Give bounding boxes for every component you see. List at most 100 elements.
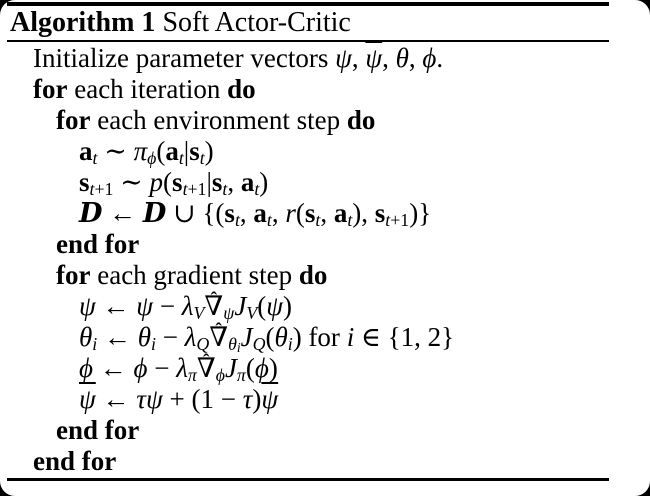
math-token: t	[254, 178, 260, 199]
math-token: a	[333, 198, 348, 228]
math-token: −	[153, 291, 182, 321]
math-token: ∼	[97, 136, 134, 166]
math-token: )	[252, 384, 262, 414]
algorithm-line: end for	[10, 229, 630, 260]
math-token: t	[178, 147, 184, 168]
math-token: J	[240, 322, 253, 352]
math-token: t	[315, 209, 321, 230]
math-token: ←	[95, 291, 137, 321]
math-token: D	[79, 198, 103, 229]
math-token: V	[246, 302, 258, 323]
math-token: λ	[176, 353, 188, 383]
math-token: )	[259, 167, 269, 197]
math-token: s	[304, 198, 316, 228]
math-token: θ	[137, 322, 151, 352]
math-token: J	[234, 291, 247, 321]
math-token: a	[79, 136, 93, 166]
math-token: ϕ	[147, 147, 157, 168]
math-token: Initialize parameter vectors	[33, 43, 336, 73]
math-token: ) for	[292, 322, 347, 352]
math-token: a	[253, 198, 267, 228]
math-token: + (1 −	[162, 384, 243, 414]
math-token: )	[282, 291, 292, 321]
math-token: (	[163, 167, 173, 197]
math-token: )	[268, 353, 278, 383]
math-token: s	[374, 198, 386, 228]
math-token: t	[347, 209, 353, 230]
math-token: (	[295, 198, 305, 228]
math-token: ∼	[113, 167, 150, 197]
nabla-hat-symbol: ∇	[204, 291, 223, 322]
math-token: do	[298, 260, 328, 290]
math-token: τ	[136, 384, 146, 414]
math-token: .	[436, 43, 444, 73]
math-token: ψ	[79, 384, 96, 414]
math-token: p	[149, 167, 164, 197]
math-token: ϕ	[215, 364, 225, 385]
algorithm-line: for each iteration do	[10, 74, 630, 105]
math-token: θ	[274, 322, 288, 352]
algorithm-line: end for	[10, 415, 630, 446]
algorithm-label: Algorithm 1	[10, 7, 156, 38]
math-token: end for	[33, 446, 117, 476]
math-token: ψ	[261, 384, 279, 414]
math-token: ψ	[335, 43, 352, 73]
math-token: |	[183, 136, 190, 166]
math-token: ϕ	[422, 43, 437, 73]
math-token: each gradient step	[90, 260, 299, 290]
algorithm-body: Initialize parameter vectors ψ, ψ, θ, ϕ.…	[10, 43, 630, 477]
math-token: each environment step	[90, 105, 347, 135]
math-token: ψ	[223, 302, 235, 323]
math-token: ϕ	[133, 353, 148, 383]
math-token: for	[56, 260, 91, 290]
math-token: ,	[408, 43, 423, 73]
math-token: for	[33, 74, 68, 104]
math-token: do	[227, 74, 256, 104]
math-token: π	[187, 364, 197, 385]
nabla-hat-symbol: ∇	[209, 322, 228, 353]
math-token: i	[287, 333, 293, 354]
title-rule	[7, 40, 609, 42]
math-token: ,	[271, 198, 286, 228]
math-token: λ	[184, 322, 197, 352]
math-token: ,	[239, 198, 254, 228]
math-token: J	[224, 353, 237, 383]
math-token: t	[199, 147, 205, 168]
math-token: ,	[382, 43, 396, 73]
math-token: ,	[351, 43, 366, 73]
algorithm-line: ϕ ← ϕ − λπ∇ϕJπ(ϕ)	[10, 353, 630, 385]
math-token: ←	[95, 384, 137, 414]
math-token: a	[240, 167, 255, 197]
math-token: t	[89, 178, 95, 199]
nabla-hat-symbol: ∇	[197, 353, 216, 384]
math-token: for	[56, 105, 91, 135]
math-token: (	[156, 136, 166, 166]
math-token: ψ	[79, 291, 96, 321]
algorithm-line: for each environment step do	[10, 105, 630, 136]
math-token: +1	[94, 178, 114, 199]
math-token: −	[155, 322, 185, 352]
math-token: λ	[181, 291, 194, 321]
math-token: ∈ {1, 2}	[354, 322, 455, 352]
math-token: (	[265, 322, 275, 352]
math-token: ∪ {(	[166, 198, 225, 228]
math-token: i	[150, 333, 156, 354]
math-token: −	[147, 353, 177, 383]
math-token: i	[236, 340, 241, 356]
math-token: ψ	[136, 291, 154, 321]
top-rule	[7, 2, 609, 6]
math-token: ϕ	[79, 353, 93, 383]
math-token: Q	[252, 333, 266, 354]
math-token: θ	[79, 322, 93, 352]
math-token: )}	[409, 198, 432, 228]
math-token: end for	[56, 229, 140, 259]
algorithm-line: θi ← θi − λQ∇θiJQ(θi) for i ∈ {1, 2}	[10, 322, 630, 356]
math-token: θ	[228, 333, 237, 354]
algorithm-line: for each gradient step do	[10, 260, 630, 291]
math-token: )	[204, 136, 214, 166]
math-token: t	[92, 147, 98, 168]
math-token: s	[172, 167, 183, 197]
math-token: +1	[390, 209, 410, 230]
math-token: t	[385, 209, 391, 230]
